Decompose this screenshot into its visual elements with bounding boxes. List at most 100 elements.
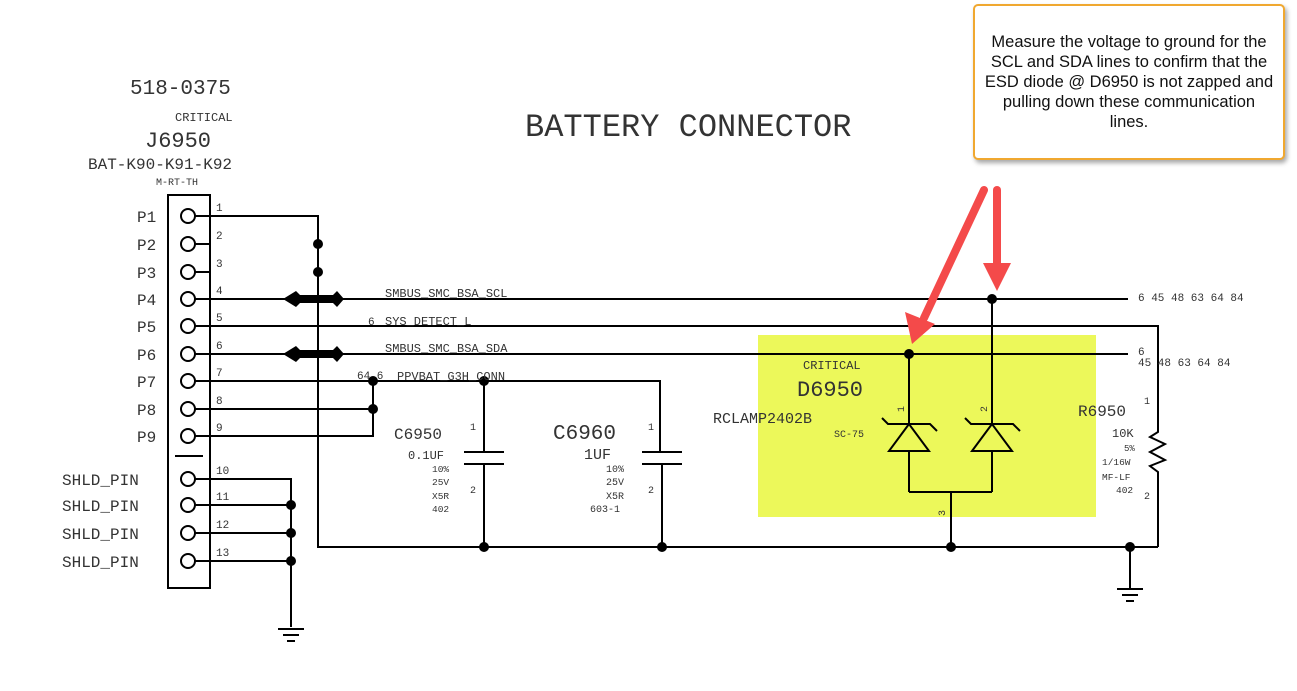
r6950-type: MF-LF: [1102, 472, 1131, 483]
net-label-sda: SMBUS_SMC_BSA_SDA: [385, 342, 508, 356]
esd-diode-d6950: CRITICAL D6950 RCLAMP2402B SC-75 1 2 3: [713, 294, 1021, 552]
pin-number: 6: [216, 341, 223, 353]
d6950-refdes: D6950: [797, 378, 863, 403]
connector-body: [167, 194, 211, 589]
c6950-pin2: 2: [470, 486, 476, 497]
c6950-package: 402: [432, 504, 449, 515]
capacitor-c6960: C6960 1 2 1UF 10% 25V X5R 603-1: [553, 423, 682, 552]
ppvbat-wire: [210, 380, 661, 452]
c6960-pin1: 1: [648, 423, 654, 434]
c6950-voltage: 25V: [432, 477, 449, 488]
pin-name: SHLD_PIN: [62, 526, 139, 544]
pin-number: 8: [216, 396, 223, 408]
pin-circle: [180, 428, 196, 444]
pin-name: SHLD_PIN: [62, 498, 139, 516]
pin-name: P1: [137, 209, 156, 227]
junction-dot: [286, 500, 296, 510]
c6960-refdes: C6960: [553, 423, 616, 446]
pin-circle: [180, 471, 196, 487]
pin-name: P7: [137, 374, 156, 392]
bidirectional-arrow-icon: [283, 291, 344, 307]
d6950-pin1: 1: [897, 406, 908, 412]
ground-icon: [1117, 547, 1143, 602]
p9-wire: [210, 381, 374, 437]
net-label-sys-detect: SYS_DETECT_L: [385, 315, 471, 329]
pin-circle: [180, 553, 196, 569]
pin-number: 5: [216, 313, 223, 325]
c6960-voltage: 25V: [606, 478, 624, 489]
pin-number: 1: [216, 203, 223, 215]
d6950-pin2: 2: [980, 406, 991, 412]
c6960-tolerance: 10%: [606, 465, 624, 476]
d6950-package: SC-75: [834, 430, 864, 441]
diode-highlight: [758, 335, 1096, 517]
pin-circle: [180, 497, 196, 513]
pin-name: P8: [137, 402, 156, 420]
connector-value: BAT-K90-K91-K92: [88, 156, 232, 174]
capacitor-c6950: C6950 1 2 0.1UF 10% 25V X5R 402: [394, 381, 504, 552]
pin-circle: [180, 373, 196, 389]
annotation-text: Measure the voltage to ground for the SC…: [984, 33, 1274, 131]
d6950-part: RCLAMP2402B: [713, 411, 812, 428]
arrow-to-sda-icon: [905, 186, 988, 344]
sys-detect-wire: [210, 325, 1159, 425]
pin-number: 2: [216, 231, 223, 243]
ground-icon: [278, 628, 304, 642]
net-label-ppvbat: PPVBAT_G3H_CONN: [397, 370, 505, 384]
pin-circle: [180, 208, 196, 224]
shield-wire: [210, 478, 292, 627]
c6950-pin1: 1: [470, 423, 476, 434]
junction-dot: [313, 267, 323, 277]
junction-dot: [368, 404, 378, 414]
r6950-value: 10K: [1112, 427, 1134, 441]
connector-refdes: J6950: [145, 129, 211, 154]
r6950-power: 1/16W: [1102, 457, 1131, 468]
pin-circle: [180, 346, 196, 362]
r6950-pin1: 1: [1144, 397, 1150, 408]
connector-critical-label: CRITICAL: [175, 111, 233, 125]
net-scl-page-refs: 6 45 48 63 64 84: [1138, 293, 1244, 305]
c6960-dielectric: X5R: [606, 492, 624, 503]
arrow-to-scl-icon: [983, 186, 1011, 291]
r6950-refdes: R6950: [1078, 403, 1126, 421]
c6950-value: 0.1UF: [408, 449, 444, 463]
resistor-r6950: R6950 1 10K 5% 1/16W MF-LF 402 2: [1078, 397, 1168, 552]
net-sda-page-refs: 45 48 63 64 84: [1138, 358, 1231, 370]
pin-name: SHLD_PIN: [62, 472, 139, 490]
d6950-critical-label: CRITICAL: [803, 359, 861, 373]
pin-name: P4: [137, 292, 156, 310]
pin-circle: [180, 264, 196, 280]
pin-name: P3: [137, 265, 156, 283]
c6950-dielectric: X5R: [432, 491, 449, 502]
c6950-tolerance: 10%: [432, 464, 449, 475]
r6950-tolerance: 5%: [1124, 444, 1135, 454]
pin-number: 3: [216, 259, 223, 271]
net-label-scl: SMBUS_SMC_BSA_SCL: [385, 287, 507, 301]
junction-dot: [286, 556, 296, 566]
pin-name: P5: [137, 319, 156, 337]
c6960-pin2: 2: [648, 486, 654, 497]
page-title: BATTERY CONNECTOR: [525, 109, 851, 146]
junction-dot: [286, 528, 296, 538]
pin-number: 4: [216, 286, 223, 298]
net-sda-page-ref: 6: [1138, 347, 1145, 359]
c6960-package: 603-1: [590, 505, 620, 516]
pin-name: P6: [137, 347, 156, 365]
connector-package: M-RT-TH: [156, 178, 198, 189]
pin-number: 10: [216, 466, 229, 478]
pin-circle: [180, 236, 196, 252]
net-sys-detect-prefix: 6: [368, 317, 375, 329]
d6950-pin3: 3: [938, 510, 949, 516]
junction-dot: [368, 376, 378, 386]
junction-dot: [904, 349, 914, 359]
connector-part-number: 518-0375: [130, 78, 231, 101]
c6960-value: 1UF: [584, 447, 611, 464]
pin-number: 7: [216, 368, 223, 380]
pin-number: 9: [216, 423, 223, 435]
pin-name: P2: [137, 237, 156, 255]
net-ppvbat-prefix: 64 6: [357, 371, 383, 383]
pin-name: SHLD_PIN: [62, 554, 139, 572]
r6950-package: 402: [1116, 485, 1133, 496]
